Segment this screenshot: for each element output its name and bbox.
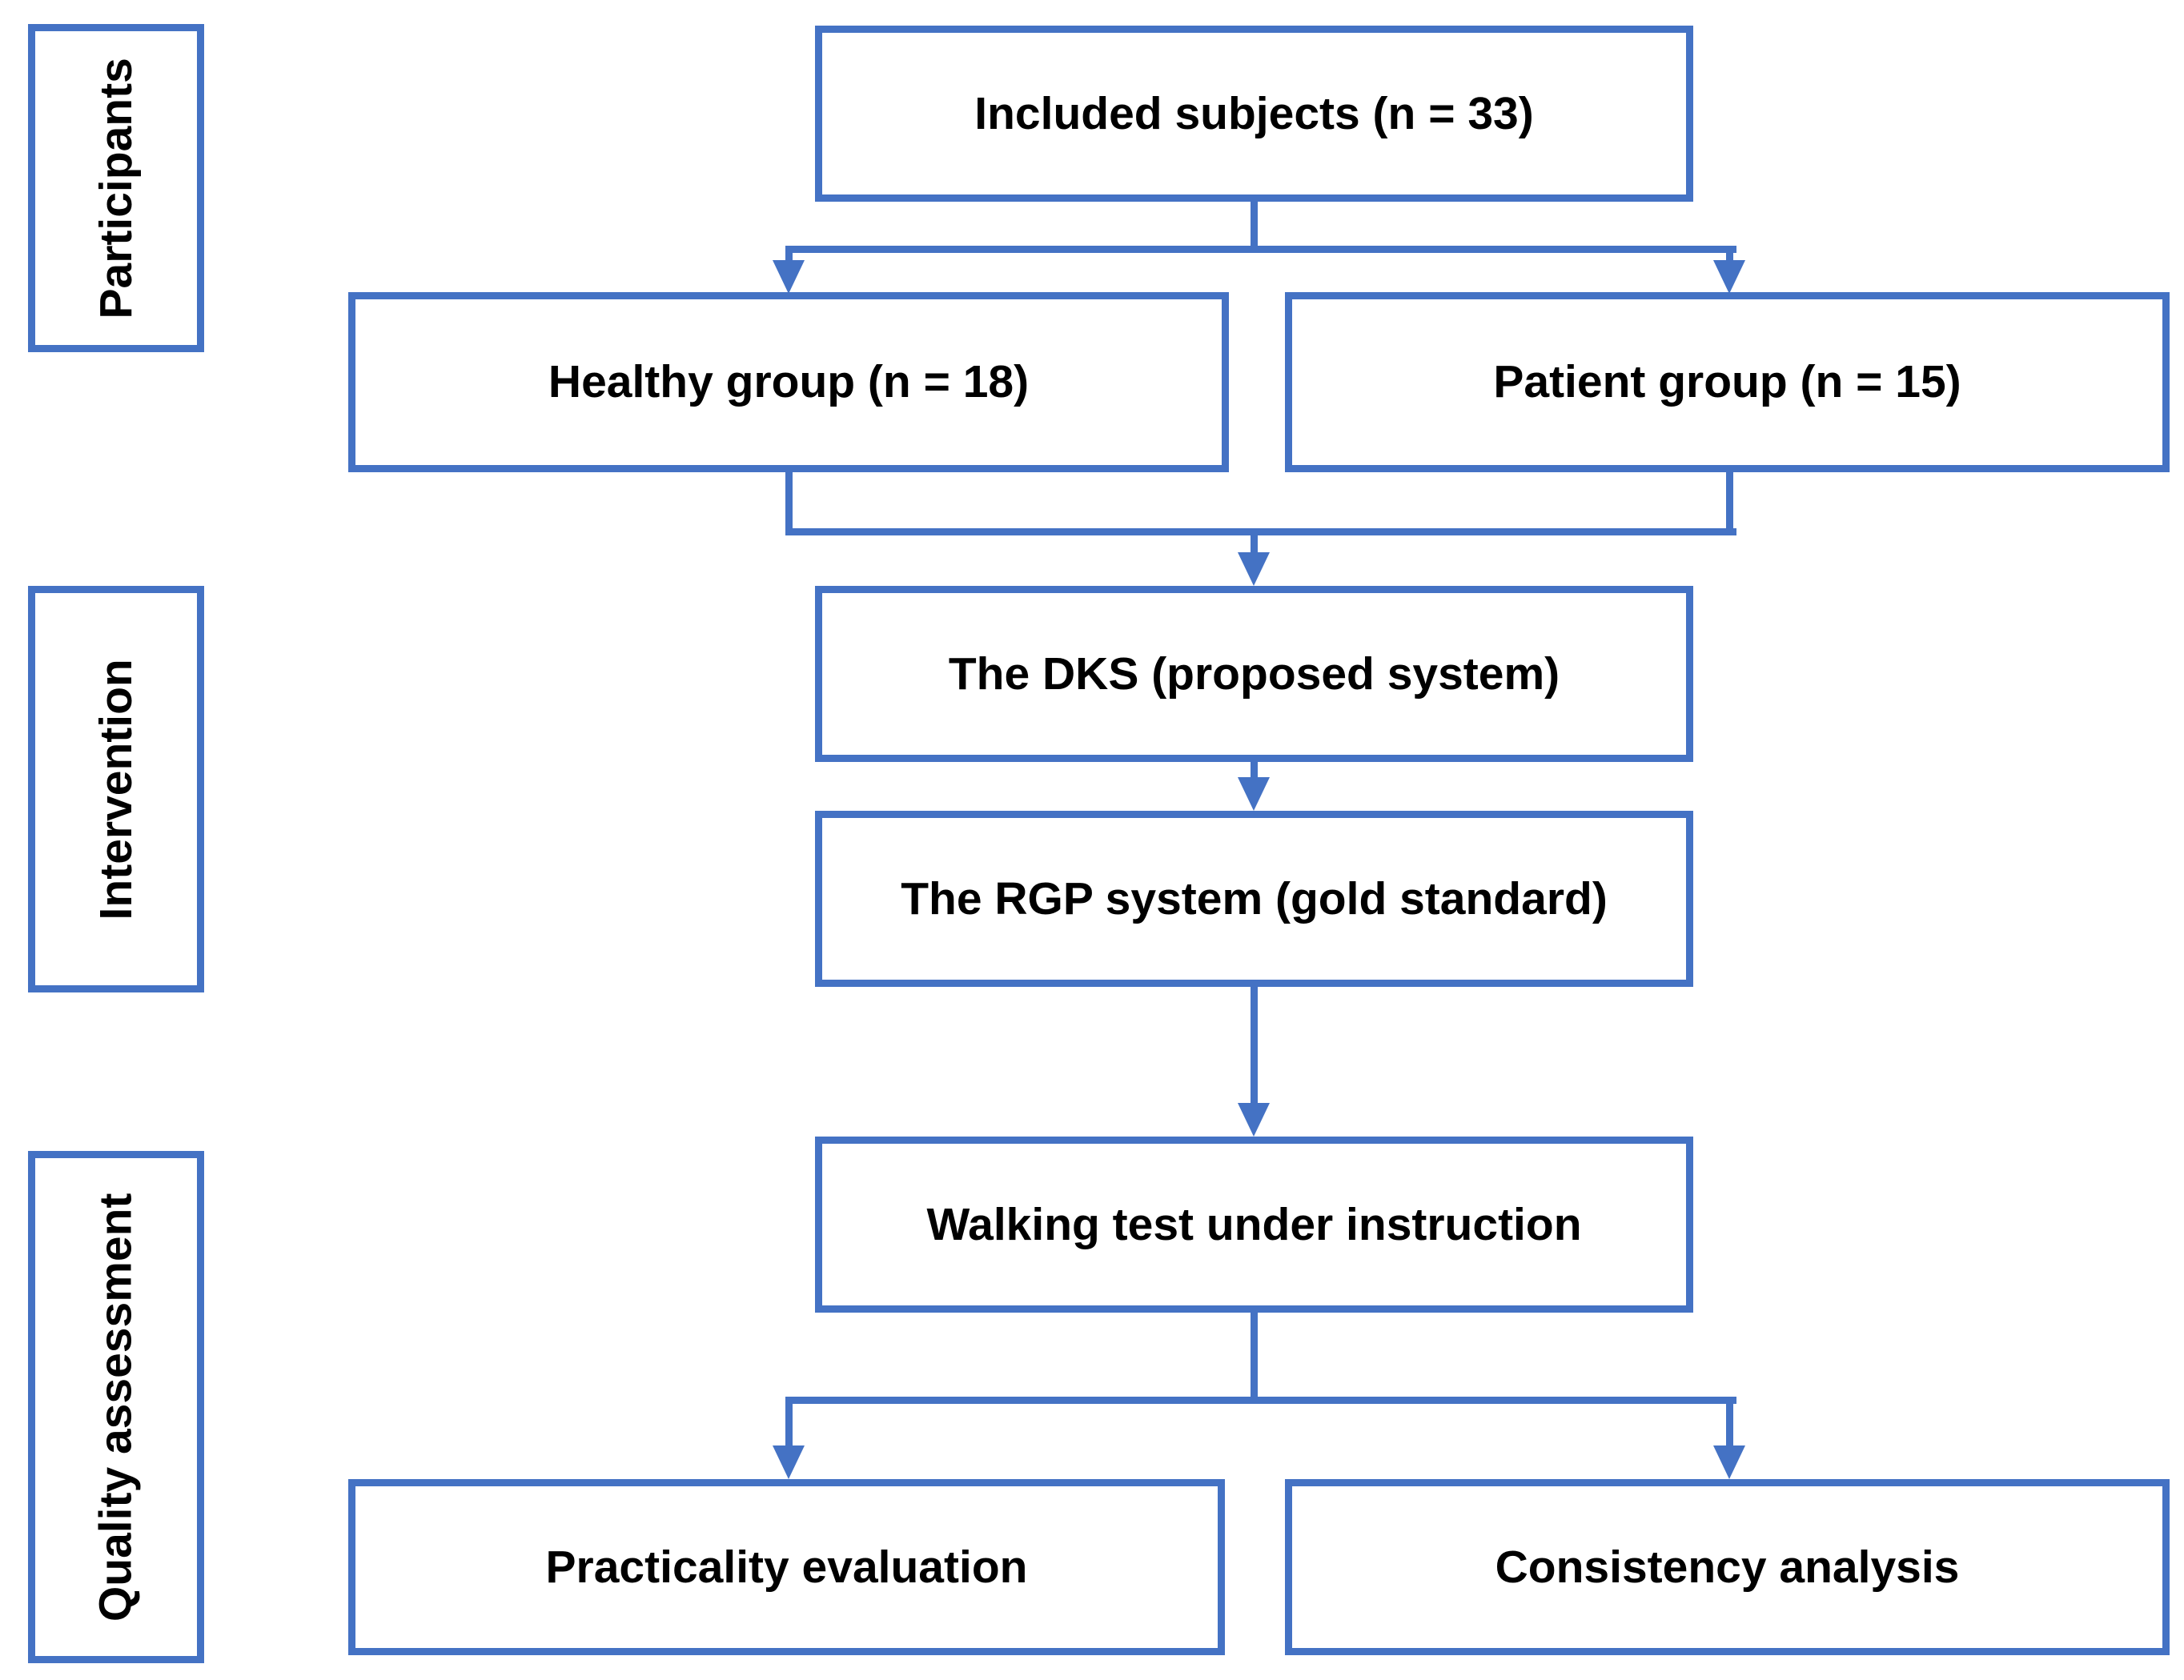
- node-walking-test-label: Walking test under instruction: [926, 1198, 1582, 1250]
- connector-split-bottom-left-stem: [785, 1404, 793, 1447]
- stage-box-quality-assessment: Quality assessment: [28, 1151, 204, 1663]
- connector-split-bottom: [785, 1397, 1736, 1404]
- stage-label-quality-assessment: Quality assessment: [90, 1193, 142, 1622]
- node-walking-test: Walking test under instruction: [815, 1137, 1693, 1313]
- stage-box-participants: Participants: [28, 24, 204, 352]
- arrowhead-down-icon: [1713, 260, 1745, 294]
- node-practicality-evaluation-label: Practicality evaluation: [545, 1541, 1028, 1593]
- node-patient-group-label: Patient group (n = 15): [1493, 356, 1961, 408]
- connector-split-top: [785, 246, 1736, 253]
- node-rgp-system-label: The RGP system (gold standard): [901, 872, 1608, 924]
- node-dks-system-label: The DKS (proposed system): [948, 648, 1560, 700]
- node-included-subjects: Included subjects (n = 33): [815, 26, 1693, 202]
- node-patient-group: Patient group (n = 15): [1285, 292, 2170, 472]
- connector-healthy-down: [785, 471, 793, 533]
- connector-walking-down: [1251, 1311, 1258, 1404]
- node-rgp-system: The RGP system (gold standard): [815, 811, 1693, 987]
- node-healthy-group-label: Healthy group (n = 18): [548, 356, 1030, 408]
- connector-split-bottom-right-stem: [1726, 1404, 1733, 1447]
- stage-label-participants: Participants: [90, 57, 142, 319]
- stage-box-intervention: Intervention: [28, 586, 204, 992]
- connector-included-down: [1251, 200, 1258, 253]
- connector-patient-down: [1726, 471, 1733, 533]
- node-consistency-analysis-label: Consistency analysis: [1495, 1541, 1960, 1593]
- arrowhead-down-icon: [773, 1445, 805, 1479]
- connector-merge-line: [785, 528, 1736, 535]
- arrowhead-down-icon: [1238, 1103, 1270, 1137]
- node-consistency-analysis: Consistency analysis: [1285, 1479, 2170, 1655]
- connector-split-top-left-stem: [785, 253, 793, 264]
- node-included-subjects-label: Included subjects (n = 33): [974, 87, 1534, 139]
- connector-split-top-right-stem: [1726, 253, 1733, 264]
- arrowhead-down-icon: [773, 260, 805, 294]
- node-healthy-group: Healthy group (n = 18): [348, 292, 1229, 472]
- arrowhead-down-icon: [1713, 1445, 1745, 1479]
- stage-label-intervention: Intervention: [90, 658, 142, 920]
- node-practicality-evaluation: Practicality evaluation: [348, 1479, 1225, 1655]
- arrowhead-down-icon: [1238, 552, 1270, 586]
- connector-rgp-to-walking-stem: [1251, 985, 1258, 1104]
- node-dks-system: The DKS (proposed system): [815, 586, 1693, 762]
- connector-dks-to-rgp-stem: [1251, 760, 1258, 779]
- arrowhead-down-icon: [1238, 777, 1270, 811]
- connector-merge-to-dks-stem: [1251, 535, 1258, 553]
